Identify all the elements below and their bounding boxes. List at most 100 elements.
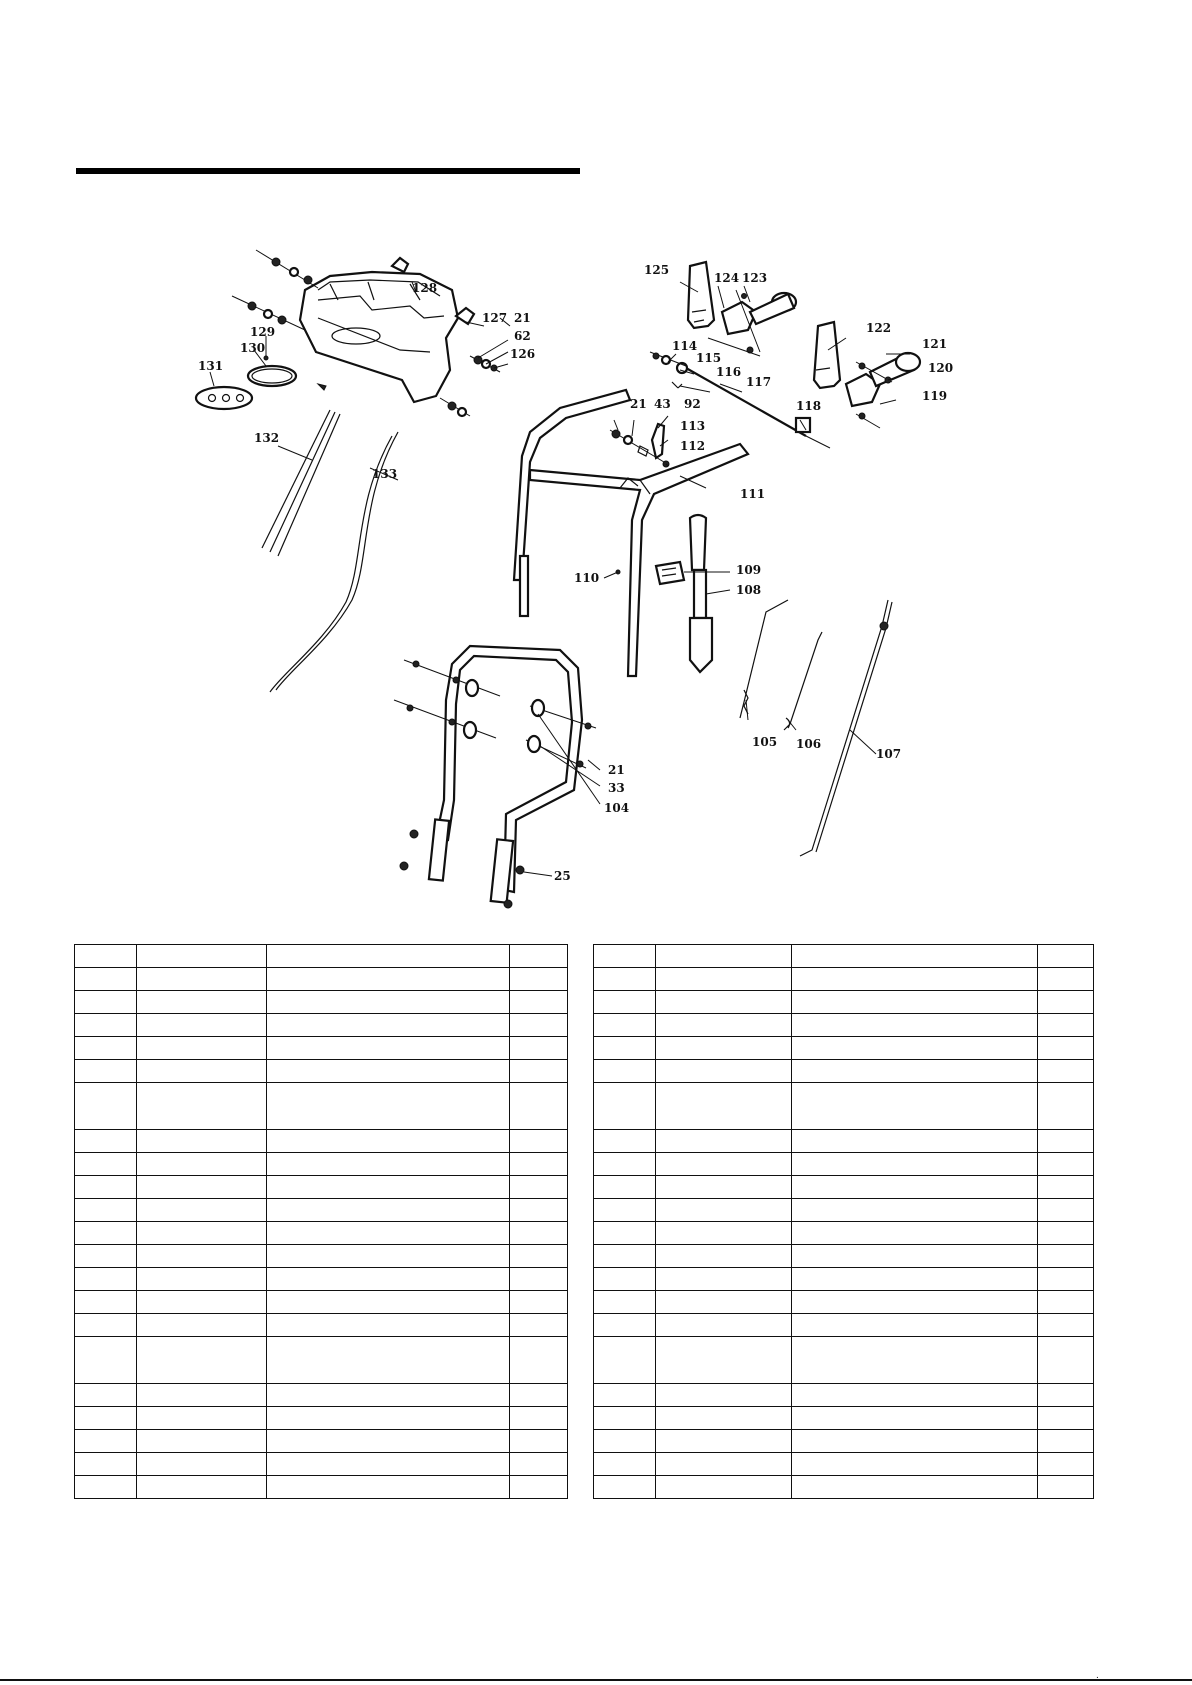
- table-cell: [74, 1475, 137, 1499]
- table-cell: [266, 1429, 510, 1453]
- table-row: [74, 1475, 568, 1499]
- table-cell: [655, 1475, 792, 1499]
- table-cell: [74, 1267, 137, 1291]
- table-cell: [593, 1429, 656, 1453]
- table-cell: [266, 1244, 510, 1268]
- table-cell: [136, 967, 267, 991]
- table-row: [74, 1406, 568, 1430]
- table-cell: [74, 1175, 137, 1199]
- table-cell: [791, 1036, 1038, 1060]
- table-cell: [1037, 1452, 1094, 1476]
- table-row: [593, 1267, 1094, 1291]
- table-row: [593, 1059, 1094, 1083]
- table-cell: [593, 1290, 656, 1314]
- table-cell: [509, 1244, 568, 1268]
- table-cell: [791, 1313, 1038, 1337]
- table-cell: [509, 1082, 568, 1130]
- table-cell: [791, 967, 1038, 991]
- table-cell: [791, 990, 1038, 1014]
- table-cell: [266, 1221, 510, 1245]
- table-cell: [136, 1221, 267, 1245]
- table-cell: [266, 1152, 510, 1176]
- table-cell: [509, 967, 568, 991]
- table-cell: [593, 1313, 656, 1337]
- table-row: [74, 1013, 568, 1037]
- table-cell: [509, 1129, 568, 1153]
- table-cell: [655, 1082, 792, 1130]
- table-row: [593, 1244, 1094, 1268]
- table-cell: [655, 1059, 792, 1083]
- table-cell: [509, 1313, 568, 1337]
- table-cell: [136, 944, 267, 968]
- table-cell: [593, 1175, 656, 1199]
- callout-92: 92: [684, 397, 701, 411]
- table-cell: [1037, 1198, 1094, 1222]
- table-row: [74, 1336, 568, 1384]
- table-cell: [655, 944, 792, 968]
- table-cell: [74, 1129, 137, 1153]
- table-row: [593, 1036, 1094, 1060]
- table-cell: [74, 1452, 137, 1476]
- table-cell: [266, 967, 510, 991]
- table-cell: [593, 1336, 656, 1384]
- table-cell: [655, 1452, 792, 1476]
- table-row: [593, 944, 1094, 968]
- cable-ties-and-cable: [261, 409, 399, 693]
- table-row: [74, 944, 568, 968]
- callout-33: 33: [608, 781, 625, 795]
- callout-125: 125: [644, 263, 669, 277]
- table-row: [74, 1198, 568, 1222]
- callout-124: 124: [714, 271, 739, 285]
- table-row: [74, 1036, 568, 1060]
- table-cell: [791, 1267, 1038, 1291]
- table-cell: [136, 990, 267, 1014]
- table-cell: [74, 1152, 137, 1176]
- callout-116: 116: [716, 365, 741, 379]
- table-cell: [266, 1129, 510, 1153]
- table-cell: [1037, 1221, 1094, 1245]
- callout-105: 105: [752, 735, 777, 749]
- table-cell: [1037, 990, 1094, 1014]
- table-cell: [791, 944, 1038, 968]
- table-cell: [655, 1198, 792, 1222]
- table-cell: [509, 1175, 568, 1199]
- table-cell: [1037, 1290, 1094, 1314]
- table-cell: [593, 1221, 656, 1245]
- page-bottom-rule: [0, 1679, 1192, 1681]
- table-cell: [791, 1129, 1038, 1153]
- callout-62: 62: [514, 329, 531, 343]
- callout-128: 128: [412, 281, 437, 295]
- table-cell: [1037, 967, 1094, 991]
- callout-43: 43: [654, 397, 671, 411]
- table-cell: [136, 1475, 267, 1499]
- table-cell: [593, 1152, 656, 1176]
- table-cell: [266, 1267, 510, 1291]
- table-cell: [136, 1198, 267, 1222]
- table-row: [74, 1244, 568, 1268]
- table-cell: [655, 1290, 792, 1314]
- table-cell: [1037, 1406, 1094, 1430]
- table-row: [593, 1313, 1094, 1337]
- table-row: [593, 1383, 1094, 1407]
- table-cell: [136, 1267, 267, 1291]
- left-grip: [686, 260, 798, 357]
- table-cell: [791, 1152, 1038, 1176]
- decal-and-lens: [194, 355, 327, 411]
- table-cell: [509, 944, 568, 968]
- table-cell: [74, 1082, 137, 1130]
- table-row: [74, 1221, 568, 1245]
- table-cell: [655, 1406, 792, 1430]
- table-cell: [74, 944, 137, 968]
- table-cell: [593, 990, 656, 1014]
- callout-21-top: 21: [514, 311, 531, 325]
- callout-21-lower: 21: [608, 763, 625, 777]
- table-cell: [1037, 1059, 1094, 1083]
- table-row: [593, 990, 1094, 1014]
- table-cell: [136, 1129, 267, 1153]
- table-cell: [509, 1036, 568, 1060]
- callout-119: 119: [922, 389, 947, 403]
- cross-shaft: [649, 351, 831, 449]
- table-row: [593, 1082, 1094, 1130]
- table-cell: [1037, 1036, 1094, 1060]
- table-cell: [136, 1290, 267, 1314]
